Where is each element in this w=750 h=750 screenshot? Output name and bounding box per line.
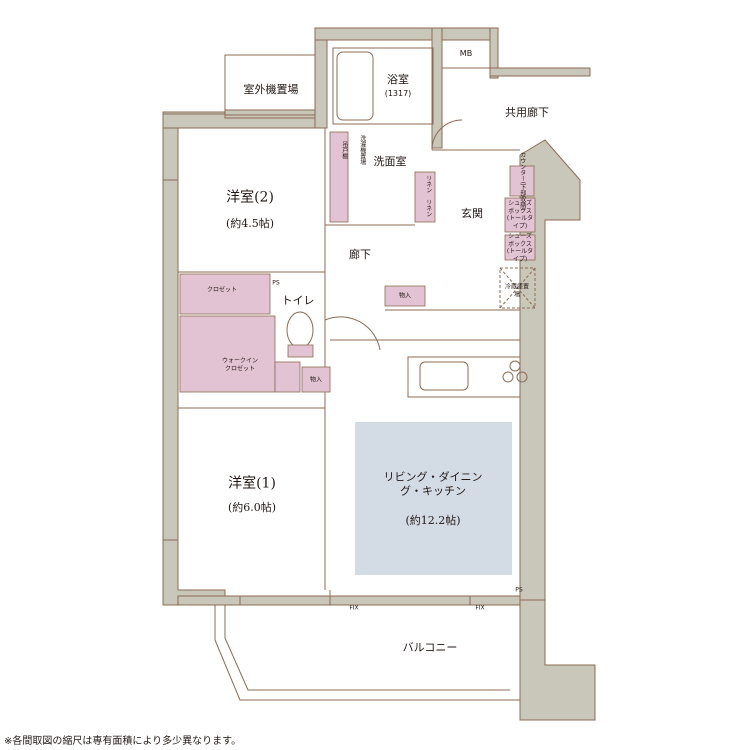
toilet-bowl (286, 311, 314, 349)
label-shoebox-1: シューズボックス(トールタイプ) (506, 200, 534, 230)
label-entrance: 玄関 (461, 207, 483, 221)
wall-outdoor-unit (314, 27, 328, 129)
label-ps-1: PS (272, 279, 280, 287)
wall-bath-top (314, 27, 494, 41)
label-room1-size: (約6.0帖) (227, 501, 277, 515)
label-room2-size: (約4.5帖) (225, 217, 275, 231)
label-mb: MB (459, 49, 473, 58)
label-fix-2: FIX (475, 604, 485, 612)
kitchen-counter (407, 356, 521, 398)
label-toilet: トイレ (281, 294, 315, 308)
label-linen-1: リネン (424, 175, 432, 193)
label-ps-2: PS (515, 586, 523, 594)
label-storage-2: 物入 (309, 376, 323, 384)
label-ldk: リビング・ダイニング・キッチン (383, 470, 483, 497)
label-fridge: 冷蔵庫置場 (505, 283, 530, 299)
scale-note: ※各間取図の縮尺は専有面積により多少異なります。 (4, 736, 242, 747)
label-shoebox-2: シューズボックス(トールタイプ) (506, 233, 534, 263)
wall-left (162, 111, 179, 603)
label-room1: 洋室(1) (228, 475, 276, 492)
label-counter: カウンター(下部収納) (518, 151, 526, 211)
label-ldk-size: (約12.2帖) (405, 514, 461, 528)
label-common-corridor: 共用廊下 (505, 106, 549, 120)
sink (419, 361, 469, 391)
label-fix-1: FIX (349, 604, 359, 612)
label-closet: クロゼット (206, 286, 238, 294)
label-balcony: バルコニー (402, 641, 458, 655)
label-storage-1: 物入 (398, 292, 412, 300)
label-laundry: 洗濯機置場 (358, 135, 366, 165)
label-washroom: 洗面室 (373, 155, 407, 169)
wic-area (179, 315, 276, 393)
label-linen-2: リネン (424, 199, 432, 217)
bathtub (336, 51, 374, 121)
label-wic: ウォークインクロゼット (221, 357, 258, 373)
label-hanging-shelf: 吊戸棚 (340, 141, 348, 159)
ldk-floor (355, 422, 512, 575)
label-room2: 洋室(2) (226, 189, 274, 206)
balcony-outline (214, 605, 521, 720)
wall-bottom-left-corner (162, 539, 226, 606)
closet-area (179, 273, 271, 315)
wall-bottom-right-corner (519, 599, 596, 721)
label-hallway: 廊下 (349, 248, 371, 262)
label-bath: 浴室 (387, 73, 409, 87)
label-bath-size: (1317) (384, 89, 412, 98)
label-outdoor-unit: 室外機置場 (243, 83, 299, 97)
